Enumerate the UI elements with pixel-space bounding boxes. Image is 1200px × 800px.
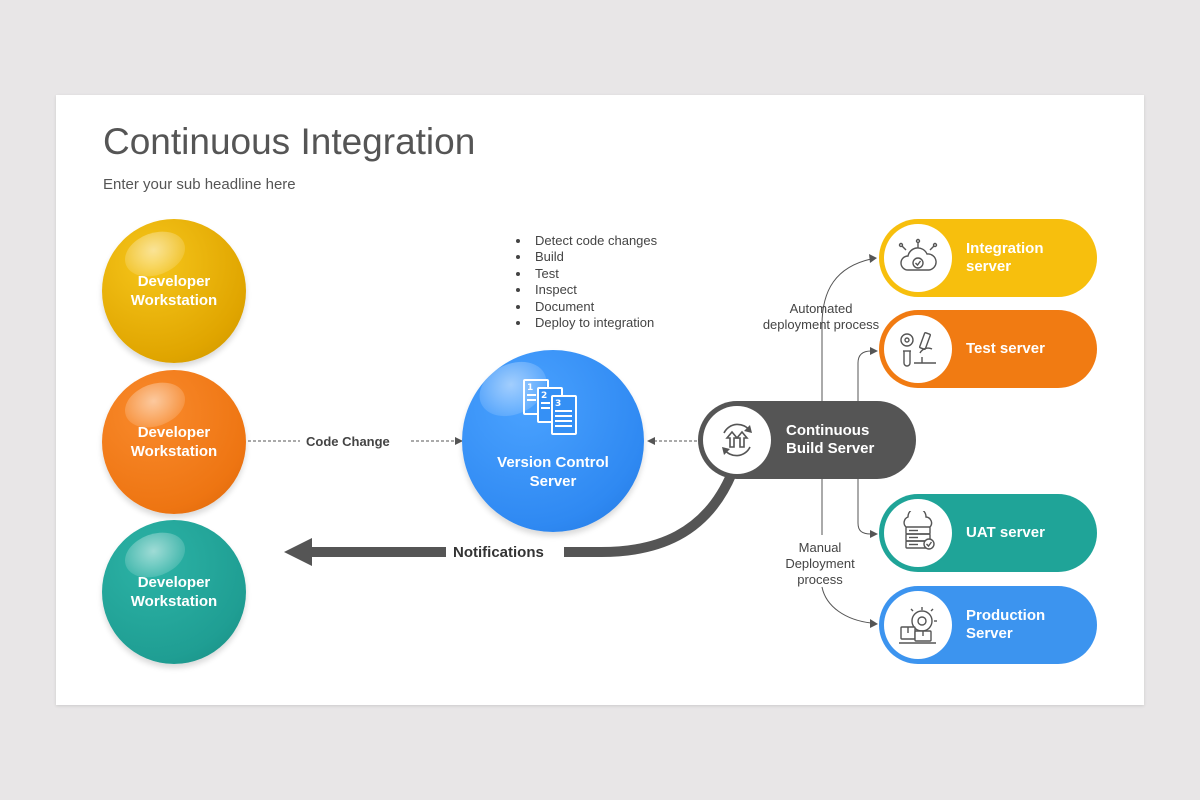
svg-text:3: 3 — [555, 399, 561, 409]
automated-deployment-label: Automated deployment process — [762, 301, 880, 332]
test-arrowhead — [870, 347, 878, 355]
process-steps-list: Detect code changes Build Test Inspect D… — [511, 233, 657, 331]
developer-workstation-2-label: Developer Workstation — [130, 424, 218, 460]
notification-curve — [564, 471, 737, 557]
manual-branch-production — [821, 479, 872, 624]
svg-text:1: 1 — [527, 383, 533, 393]
integration-server-label: Integration server — [966, 240, 1044, 275]
process-step: Build — [531, 249, 657, 265]
cloud-server-icon — [903, 511, 935, 550]
integration-server: Integration server — [879, 219, 1097, 297]
process-step: Test — [531, 266, 657, 282]
svg-text:2: 2 — [541, 391, 547, 401]
cloud-network-icon — [898, 238, 938, 271]
version-control-server: 1 2 3 Version Control Server — [462, 350, 644, 532]
automated-branch-integration — [821, 258, 872, 401]
developer-workstation-3: Developer Workstation — [102, 520, 246, 664]
production-server: Production Server — [879, 586, 1097, 664]
process-step: Document — [531, 299, 657, 315]
integration-server-icon-wrap — [884, 224, 952, 292]
uat-arrowhead — [870, 530, 878, 538]
slide: Continuous Integration Enter your sub he… — [56, 95, 1144, 705]
build-server-icon-wrap — [703, 406, 771, 474]
production-arrowhead — [870, 619, 878, 628]
developer-workstation-2: Developer Workstation — [102, 370, 246, 514]
notification-arrowhead — [284, 538, 312, 566]
developer-workstation-3-label: Developer Workstation — [130, 574, 218, 610]
page-title: Continuous Integration — [103, 121, 476, 162]
test-server: Test server — [879, 310, 1097, 388]
test-server-label: Test server — [966, 340, 1045, 357]
connector-lines — [248, 254, 878, 628]
code-change-label: Code Change — [306, 434, 390, 449]
uat-server: UAT server — [879, 494, 1097, 572]
notifications-label: Notifications — [453, 544, 544, 561]
automated-branch-test — [857, 350, 872, 401]
gear-box-icon — [899, 607, 937, 644]
production-server-label: Production Server — [966, 607, 1046, 642]
developer-workstation-1-label: Developer Workstation — [130, 273, 218, 309]
build-to-vcs-arrowhead — [647, 437, 655, 445]
microscope-icon — [900, 332, 936, 367]
integration-arrowhead — [869, 254, 877, 263]
documents-icon: 1 2 3 — [523, 379, 577, 435]
uat-server-label: UAT server — [966, 524, 1045, 541]
uat-server-icon-wrap — [884, 499, 952, 567]
version-control-server-label: Version Control Server — [497, 454, 609, 490]
test-server-icon-wrap — [884, 315, 952, 383]
process-step: Inspect — [531, 282, 657, 298]
developer-workstation-1: Developer Workstation — [102, 219, 246, 363]
continuous-build-server: Continuous Build Server — [698, 401, 916, 479]
refresh-upload-icon — [722, 423, 752, 457]
production-server-icon-wrap — [884, 591, 952, 659]
code-change-arrowhead — [455, 437, 463, 445]
manual-deployment-label: Manual Deployment process — [785, 540, 855, 587]
process-step: Deploy to integration — [531, 315, 657, 331]
manual-branch-uat — [857, 479, 872, 535]
continuous-build-server-label: Continuous Build Server — [786, 422, 875, 457]
process-step: Detect code changes — [531, 233, 657, 249]
page-subtitle: Enter your sub headline here — [103, 176, 296, 193]
